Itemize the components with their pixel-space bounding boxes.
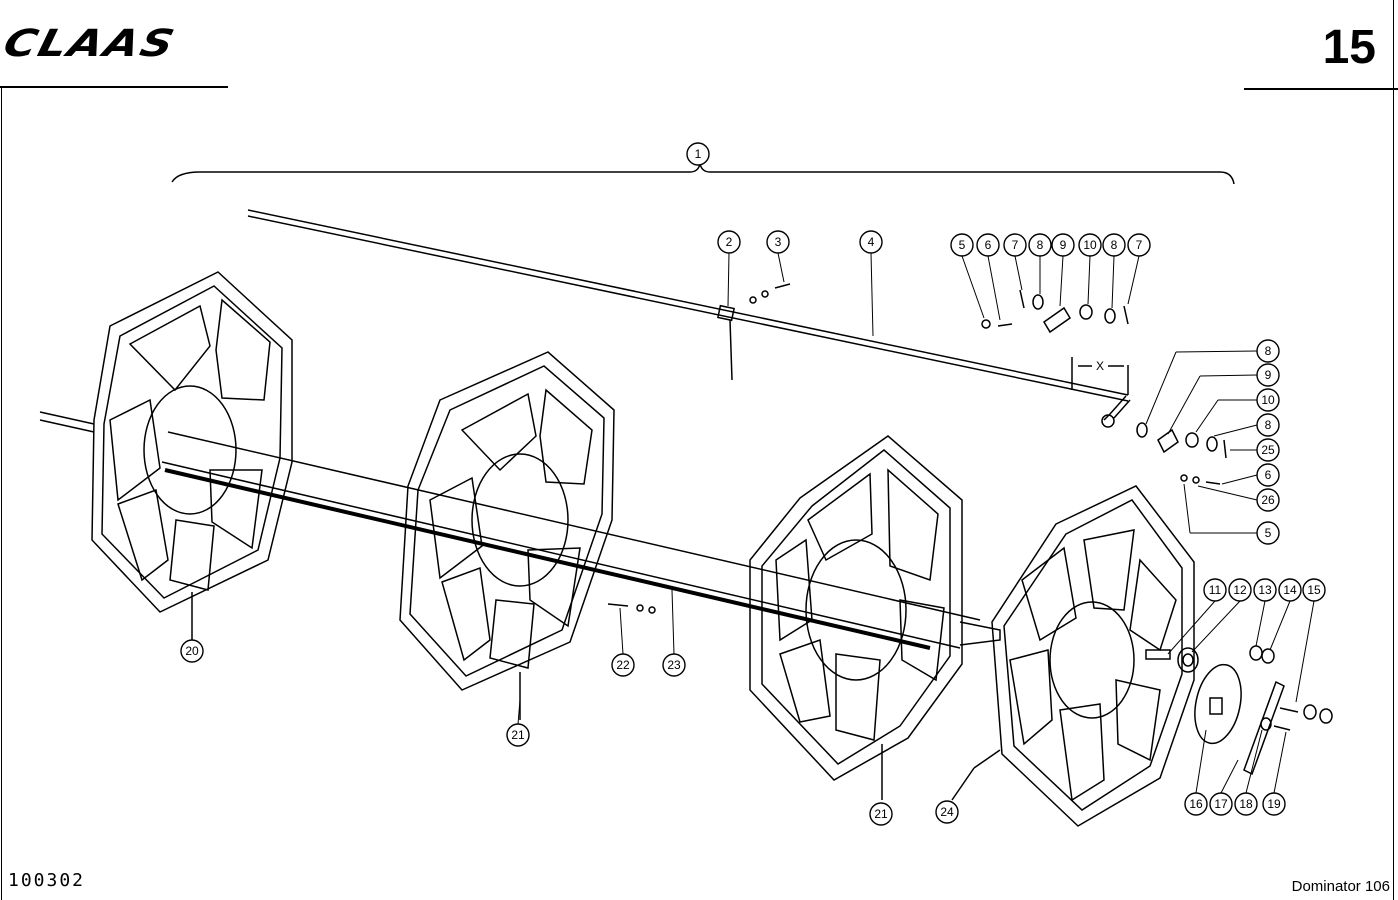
svg-text:20: 20 <box>185 644 199 658</box>
callout-22: 22 <box>611 653 635 677</box>
callout-7: 7 <box>1003 233 1027 257</box>
frame-right <box>1393 0 1394 900</box>
callout-21b: 21 <box>869 802 893 826</box>
frame-left <box>1 86 2 900</box>
callout-8c: 8 <box>1256 339 1280 363</box>
leader-lines <box>517 252 1315 794</box>
callout-6b: 6 <box>1256 463 1280 487</box>
callout-1: 1 <box>686 142 710 166</box>
callout-12: 12 <box>1228 578 1252 602</box>
callout-15: 15 <box>1302 578 1326 602</box>
svg-text:8: 8 <box>1111 238 1118 252</box>
svg-text:5: 5 <box>959 238 966 252</box>
main-shaft <box>39 411 1001 650</box>
callout-17: 17 <box>1209 792 1233 816</box>
callout-26: 26 <box>1256 488 1280 512</box>
svg-text:24: 24 <box>940 805 954 819</box>
callout-4: 4 <box>859 230 883 254</box>
svg-text:15: 15 <box>1307 583 1321 597</box>
callout-9: 9 <box>1051 233 1075 257</box>
bearing-parts-top <box>749 283 1129 334</box>
svg-text:10: 10 <box>1261 393 1275 407</box>
disc-20 <box>91 271 293 640</box>
machine-model: Dominator 106 <box>1291 878 1390 895</box>
callout-7b: 7 <box>1127 233 1151 257</box>
svg-text:21: 21 <box>511 728 525 742</box>
callout-10: 10 <box>1078 233 1102 257</box>
bolt-22 <box>607 603 656 614</box>
callout-5b: 5 <box>1256 521 1280 545</box>
rod-crank <box>1101 395 1131 428</box>
header-rule-left <box>0 86 228 88</box>
svg-text:6: 6 <box>985 238 992 252</box>
callout-23: 23 <box>662 653 686 677</box>
callout-8b: 8 <box>1102 233 1126 257</box>
svg-text:8: 8 <box>1037 238 1044 252</box>
svg-text:5: 5 <box>1265 526 1272 540</box>
svg-text:25: 25 <box>1261 443 1275 457</box>
callout-8d: 8 <box>1256 413 1280 437</box>
dimension-x <box>1071 357 1129 395</box>
callout-8: 8 <box>1028 233 1052 257</box>
svg-text:22: 22 <box>616 658 630 672</box>
disc-21-b <box>749 435 963 800</box>
svg-text:8: 8 <box>1265 344 1272 358</box>
upper-rod <box>247 209 1129 402</box>
callout-20: 20 <box>180 639 204 663</box>
dimension-x-label: X <box>1096 359 1104 373</box>
svg-text:14: 14 <box>1283 583 1297 597</box>
callout-13: 13 <box>1253 578 1277 602</box>
svg-text:2: 2 <box>726 235 733 249</box>
callout-9b: 9 <box>1256 363 1280 387</box>
callout-11: 11 <box>1203 578 1227 602</box>
callout-24: 24 <box>935 800 959 824</box>
svg-text:23: 23 <box>667 658 681 672</box>
disc-24 <box>951 485 1195 827</box>
page-number: 15 <box>1322 21 1376 74</box>
svg-text:19: 19 <box>1267 797 1281 811</box>
svg-text:21: 21 <box>874 807 888 821</box>
svg-text:6: 6 <box>1265 468 1272 482</box>
callout-2: 2 <box>717 230 741 254</box>
svg-text:13: 13 <box>1258 583 1272 597</box>
svg-text:3: 3 <box>775 235 782 249</box>
callout-19: 19 <box>1262 792 1286 816</box>
assembly-brace <box>171 163 1235 185</box>
svg-text:18: 18 <box>1239 797 1253 811</box>
svg-text:8: 8 <box>1265 418 1272 432</box>
hub-assembly <box>1145 645 1333 776</box>
svg-text:7: 7 <box>1012 238 1019 252</box>
svg-text:9: 9 <box>1060 238 1067 252</box>
callout-18: 18 <box>1234 792 1258 816</box>
callout-5: 5 <box>950 233 974 257</box>
svg-text:4: 4 <box>868 235 875 249</box>
callout-3: 3 <box>766 230 790 254</box>
callout-10b: 10 <box>1256 388 1280 412</box>
svg-text:26: 26 <box>1261 493 1275 507</box>
callout-25: 25 <box>1256 438 1280 462</box>
svg-text:16: 16 <box>1189 797 1203 811</box>
callout-16: 16 <box>1184 792 1208 816</box>
callout-6: 6 <box>976 233 1000 257</box>
bearing-parts-right <box>1136 422 1227 485</box>
header-rule-right <box>1244 88 1398 90</box>
svg-text:1: 1 <box>695 147 702 161</box>
document-number: 100302 <box>8 870 86 891</box>
svg-text:10: 10 <box>1083 238 1097 252</box>
callout-21: 21 <box>506 723 530 747</box>
svg-text:11: 11 <box>1209 583 1222 597</box>
svg-text:17: 17 <box>1214 797 1228 811</box>
callout-14: 14 <box>1278 578 1302 602</box>
svg-text:9: 9 <box>1265 368 1272 382</box>
svg-text:12: 12 <box>1233 583 1247 597</box>
disc-21-a <box>399 351 615 720</box>
svg-text:7: 7 <box>1136 238 1143 252</box>
